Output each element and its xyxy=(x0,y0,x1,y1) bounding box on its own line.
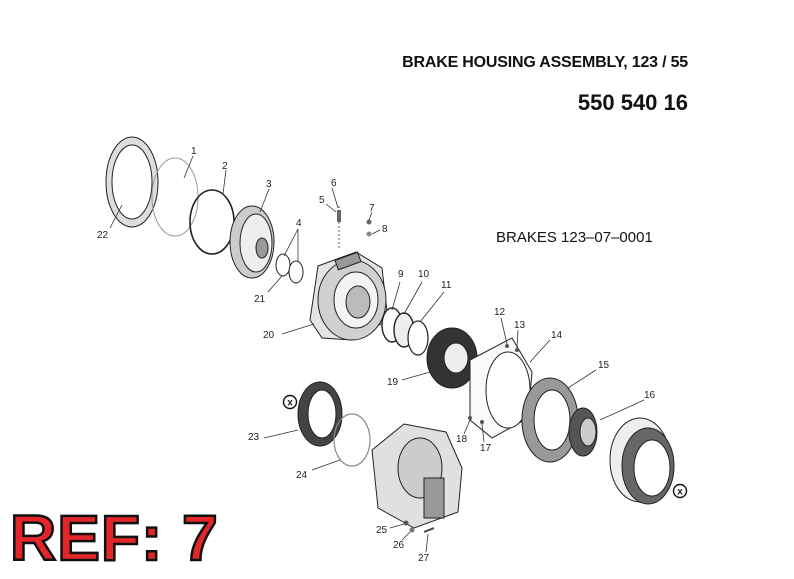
part-22-seal-ring xyxy=(105,136,159,228)
callout-2: 2 xyxy=(222,161,228,172)
callout-26: 26 xyxy=(393,540,405,551)
callout-17: 17 xyxy=(480,443,492,454)
callout-4: 4 xyxy=(296,218,302,229)
part-19-piston xyxy=(426,327,478,389)
part-disc-pack xyxy=(609,417,675,505)
callout-13: 13 xyxy=(514,320,526,331)
part-24-o-ring xyxy=(333,413,371,467)
part-20-brake-housing xyxy=(309,251,389,341)
part-3-backing-plate xyxy=(229,205,275,279)
callout-16: 16 xyxy=(644,390,656,401)
part-18-pin xyxy=(468,416,472,420)
callout-5: 5 xyxy=(319,195,325,206)
x-marker-right: x xyxy=(672,483,688,499)
callout-19: 19 xyxy=(387,377,399,388)
part-13-bolt xyxy=(515,348,519,352)
part-15-friction-disc xyxy=(521,377,579,463)
part-21-ring-a xyxy=(275,253,291,277)
svg-text:x: x xyxy=(287,398,293,409)
svg-text:x: x xyxy=(677,487,683,498)
part-26-washer xyxy=(409,527,415,533)
part-6-bolt xyxy=(337,210,341,222)
diagram-reference: BRAKES 123–07–0001 xyxy=(496,229,653,246)
callout-9: 9 xyxy=(398,269,404,280)
part-2-o-ring xyxy=(189,189,235,255)
part-23-spacer-ring xyxy=(297,381,343,447)
part-7-screw xyxy=(366,219,372,225)
callout-20: 20 xyxy=(263,330,275,341)
ref-badge: REF: 7 xyxy=(9,502,219,574)
callout-11: 11 xyxy=(441,280,452,291)
part-12-bolt xyxy=(505,344,509,348)
callout-7: 7 xyxy=(369,203,375,214)
callout-10: 10 xyxy=(418,269,430,280)
callout-14: 14 xyxy=(551,330,563,341)
part-25-bolt xyxy=(403,520,409,526)
part-21-ring-b xyxy=(288,260,304,284)
callout-3: 3 xyxy=(266,179,272,190)
callout-23: 23 xyxy=(248,432,260,443)
part-14-pressure-plate xyxy=(469,337,533,439)
callout-15: 15 xyxy=(598,360,610,371)
part-17-pin xyxy=(480,420,484,424)
callout-8: 8 xyxy=(382,224,388,235)
callout-12: 12 xyxy=(494,307,506,318)
part-27-stud xyxy=(423,527,435,533)
callout-18: 18 xyxy=(456,434,468,445)
diagram-title: BRAKE HOUSING ASSEMBLY, 123 / 55 xyxy=(402,54,688,71)
callout-25: 25 xyxy=(376,525,388,536)
callout-6: 6 xyxy=(331,178,337,189)
part-16-hub xyxy=(568,407,598,457)
callout-27: 27 xyxy=(418,553,430,564)
part-11-ring xyxy=(407,320,429,356)
x-marker-left: x xyxy=(282,394,298,410)
callout-1: 1 xyxy=(191,146,197,157)
leader-lines xyxy=(109,155,645,553)
callout-24: 24 xyxy=(296,470,308,481)
part-axle-housing xyxy=(371,423,463,529)
callout-21: 21 xyxy=(254,294,266,305)
callout-22: 22 xyxy=(97,230,109,241)
part-number: 550 540 16 xyxy=(577,90,688,115)
part-1-shim-disc xyxy=(151,157,199,237)
part-8-washer xyxy=(366,231,372,237)
